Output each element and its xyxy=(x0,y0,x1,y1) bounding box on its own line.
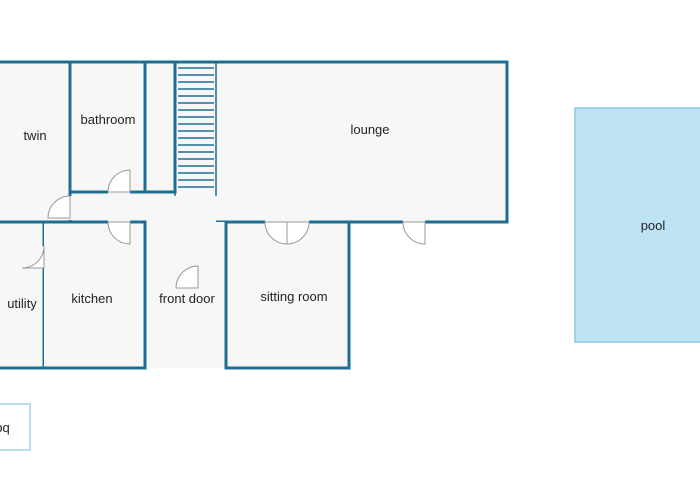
floor-fill xyxy=(0,62,507,222)
door-bathroom[interactable] xyxy=(107,169,131,195)
label-kitchen: kitchen xyxy=(71,291,112,306)
bbq-area[interactable] xyxy=(0,403,31,451)
door-lounge[interactable] xyxy=(402,219,426,245)
door-utility[interactable] xyxy=(21,245,47,269)
door-sitting-room-double[interactable] xyxy=(264,219,310,245)
label-bbq: bbq xyxy=(0,420,10,435)
door-kitchen[interactable] xyxy=(107,219,131,245)
label-sitting-room: sitting room xyxy=(260,289,327,304)
label-twin: twin xyxy=(23,128,46,143)
room-utility[interactable] xyxy=(0,220,46,370)
room-hall-front-door[interactable] xyxy=(145,222,225,368)
label-pool: pool xyxy=(641,218,666,233)
door-twin[interactable] xyxy=(47,195,73,220)
room-sitting-room[interactable] xyxy=(224,220,351,370)
label-utility: utility xyxy=(7,296,37,311)
door-front[interactable] xyxy=(175,265,199,291)
pool[interactable] xyxy=(574,107,700,343)
label-bathroom: bathroom xyxy=(81,112,136,127)
label-front-door: front door xyxy=(159,291,215,306)
room-kitchen[interactable] xyxy=(44,220,147,370)
label-lounge: lounge xyxy=(350,122,389,137)
